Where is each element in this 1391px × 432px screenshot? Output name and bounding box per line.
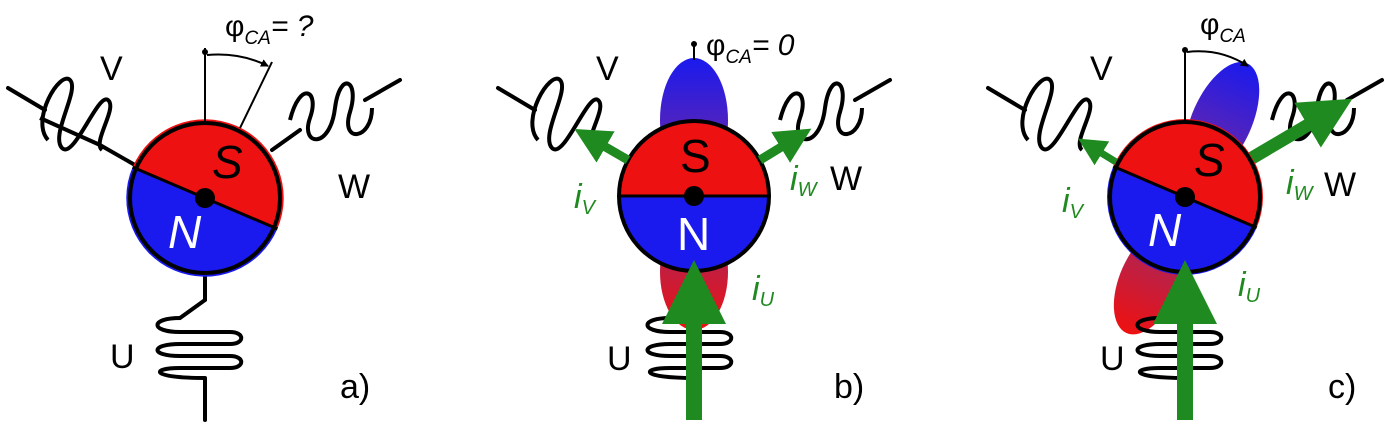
panel-tag: b) [834, 368, 864, 406]
rotor-axis [1175, 187, 1195, 207]
winding-v [6, 76, 137, 167]
phase-u-label: U [607, 340, 632, 378]
current-label-v: iV [1062, 182, 1085, 223]
current-label-v: iV [574, 178, 597, 219]
angle-label: φCA= ? [225, 10, 314, 49]
south-label: S [212, 136, 243, 188]
current-arrow-w [1248, 98, 1353, 164]
rotor-north-half [1107, 166, 1257, 275]
angle-indicator: φCA [1182, 8, 1249, 122]
panel-b: S N φCA= 0 V W U iV iW iU b) [496, 29, 892, 420]
winding-v [496, 76, 603, 152]
current-arrow-v [1078, 138, 1118, 166]
winding-u [645, 316, 734, 380]
rotor: S N [126, 119, 284, 277]
phase-w-label: W [830, 160, 862, 198]
rotor: S N [617, 119, 771, 273]
rotor-south-half [132, 119, 284, 229]
rotor: S N [1107, 119, 1263, 275]
panel-tag: a) [340, 368, 370, 406]
winding-v [986, 76, 1093, 152]
rotor-north-half [126, 167, 278, 277]
current-arrow-v [574, 128, 631, 164]
phase-w-label: W [1324, 166, 1356, 204]
current-label-w: iW [1286, 164, 1315, 205]
phase-v-label: V [596, 50, 619, 88]
phase-v-label: V [1090, 50, 1113, 88]
north-label: N [168, 206, 202, 258]
phase-v-label: V [100, 50, 123, 88]
south-label: S [1194, 134, 1225, 186]
angle-indicator: φCA= 0 [691, 29, 795, 68]
current-label-u: iU [752, 270, 775, 311]
winding-u [155, 266, 244, 422]
current-label-u: iU [1238, 266, 1261, 307]
rotor-north-half [619, 196, 769, 271]
rotor-south-half [619, 121, 769, 196]
angle-indicator: φCA= ? [202, 10, 314, 129]
winding-w [270, 78, 402, 152]
phase-u-label: U [110, 338, 135, 376]
current-label-w: iW [790, 160, 819, 201]
panel-a: S N φCA= ? V W U a) [6, 10, 402, 422]
rotor-axis [195, 188, 215, 208]
rotor-axis [684, 186, 704, 206]
panel-c: S N φCA V W U iV iW iU c) [986, 8, 1384, 420]
rotor-south-half [1113, 119, 1263, 228]
north-label: N [1148, 204, 1182, 256]
panel-tag: c) [1328, 368, 1356, 406]
angle-label: φCA [1200, 8, 1246, 47]
winding-u [1135, 316, 1224, 380]
current-arrow-w [757, 128, 812, 164]
phase-u-label: U [1100, 340, 1125, 378]
phase-w-label: W [338, 168, 370, 206]
angle-label: φCA= 0 [706, 29, 795, 68]
north-label: N [677, 208, 710, 260]
south-label: S [680, 130, 711, 182]
winding-w [778, 78, 892, 142]
